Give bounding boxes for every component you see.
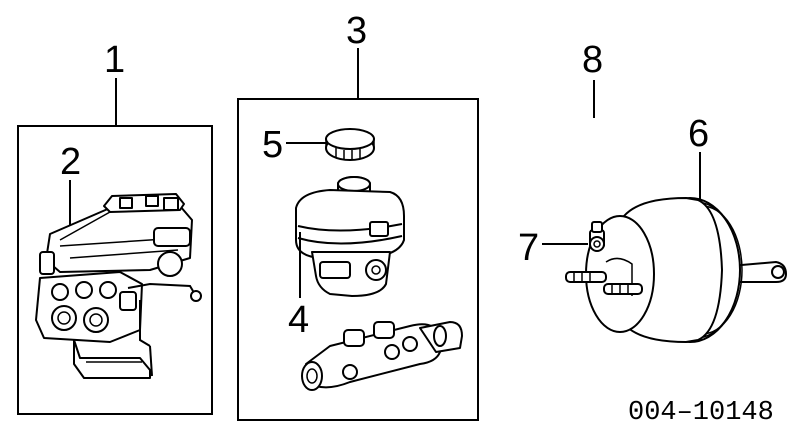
callout-7: 7 [518,227,539,269]
callout-2: 2 [60,141,81,183]
fluid-reservoir-icon [295,176,405,297]
callout-6: 6 [688,113,709,155]
figure-code: 004–10148 [628,398,774,428]
callout-3: 3 [346,10,367,52]
callout-8: 8 [582,39,603,81]
callout-5: 5 [262,124,283,166]
check-valve-icon [589,221,605,252]
abs-hydraulic-unit-icon [35,193,202,379]
callout-1: 1 [104,39,125,81]
reservoir-cap-icon [325,128,375,161]
brake-booster-icon [565,197,787,343]
callout-4: 4 [288,299,309,341]
vacuum-hose-icon [493,75,599,171]
master-cylinder-icon [301,321,463,391]
